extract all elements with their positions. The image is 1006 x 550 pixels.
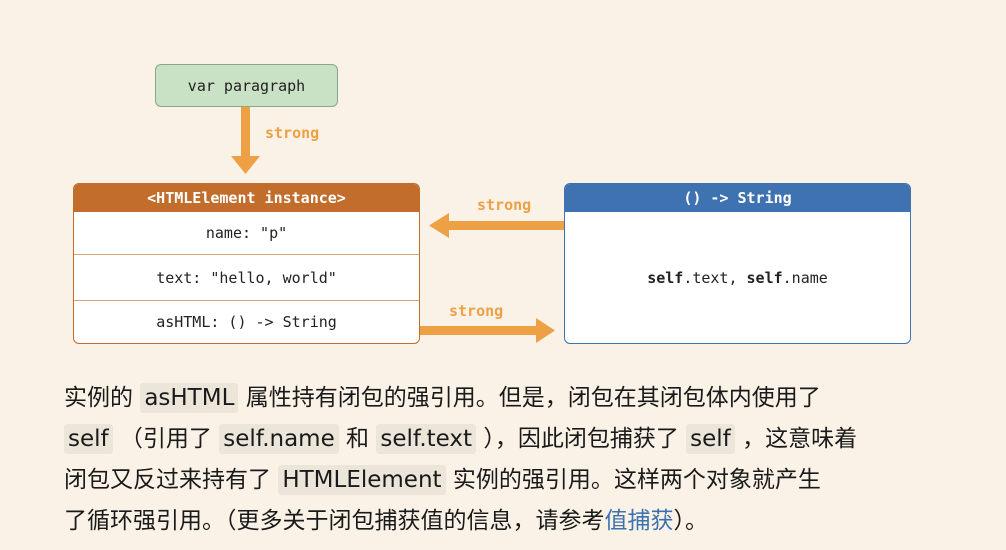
arrow-right-head bbox=[536, 318, 555, 343]
closure-self-2: self bbox=[746, 268, 783, 287]
text-span: ）。 bbox=[673, 508, 709, 534]
instance-row-text: text: "hello, world" bbox=[74, 254, 419, 300]
inline-code-self: self bbox=[64, 424, 113, 454]
text-span: 了循环强引用。（更多关于闭包捕获值的信息，请参考 bbox=[64, 508, 605, 534]
arrow-down-head bbox=[231, 156, 260, 174]
closure-body: self.text, self.name bbox=[565, 212, 910, 343]
var-paragraph-label: var paragraph bbox=[187, 76, 306, 95]
arrow-down bbox=[231, 107, 260, 174]
arrow-left-head bbox=[429, 213, 449, 238]
text-span: ，这意味着 bbox=[734, 426, 858, 452]
paragraph-line-3: 闭包又反过来持有了 HTMLElement 实例的强引用。这样两个对象就产生 bbox=[64, 460, 944, 501]
text-span: 实例的 bbox=[64, 385, 141, 411]
inline-code-self-name: self.name bbox=[219, 424, 339, 454]
var-paragraph-box: var paragraph bbox=[155, 64, 338, 107]
closure-header: () -> String bbox=[565, 184, 910, 212]
text-span: ），因此闭包捕获了 bbox=[476, 426, 687, 452]
instance-header: <HTMLElement instance> bbox=[74, 184, 419, 212]
closure-body-part-1: .text, bbox=[683, 268, 747, 287]
capturing-values-link[interactable]: 值捕获 bbox=[604, 508, 674, 534]
text-span: （引用了 bbox=[112, 426, 220, 452]
inline-code-self-2: self bbox=[686, 424, 735, 454]
text-span: 闭包又反过来持有了 bbox=[64, 467, 279, 493]
inline-code-htmlelement: HTMLElement bbox=[278, 465, 446, 495]
explanation-paragraph: 实例的 asHTML 属性持有闭包的强引用。但是，闭包在其闭包体内使用了 sel… bbox=[64, 378, 944, 542]
text-span: 实例的强引用。这样两个对象就产生 bbox=[445, 467, 821, 493]
arrow-down-shaft bbox=[241, 107, 250, 157]
arrow-left-label: strong bbox=[477, 196, 532, 214]
inline-code-ashtml: asHTML bbox=[140, 383, 239, 413]
closure-self-1: self bbox=[647, 268, 684, 287]
arrows-layer bbox=[231, 107, 564, 343]
arrow-left-shaft bbox=[448, 221, 564, 230]
closure-body-part-2: .name bbox=[782, 268, 828, 287]
inline-code-self-text: self.text bbox=[376, 424, 477, 454]
text-span: 和 bbox=[338, 426, 377, 452]
paragraph-line-1: 实例的 asHTML 属性持有闭包的强引用。但是，闭包在其闭包体内使用了 bbox=[64, 378, 944, 419]
arrow-left bbox=[429, 213, 564, 238]
instance-row-name: name: "p" bbox=[205, 224, 288, 242]
paragraph-line-4: 了循环强引用。（更多关于闭包捕获值的信息，请参考值捕获）。 bbox=[64, 501, 944, 542]
arrow-down-label: strong bbox=[265, 124, 320, 142]
arrow-right bbox=[420, 318, 555, 343]
html-element-instance-box: <HTMLElement instance> name: "p" text: "… bbox=[73, 183, 420, 344]
paragraph-line-2: self （引用了 self.name 和 self.text ），因此闭包捕获… bbox=[64, 419, 944, 460]
arrow-right-shaft bbox=[420, 326, 538, 335]
closure-box: () -> String self.text, self.name bbox=[564, 183, 911, 344]
text-span: 属性持有闭包的强引用。但是，闭包在其闭包体内使用了 bbox=[238, 385, 821, 411]
arrow-right-label: strong bbox=[449, 302, 504, 320]
instance-row-ashtml: asHTML: () -> String bbox=[74, 300, 419, 343]
reference-cycle-diagram: var paragraph strong strong strong <HTML… bbox=[73, 64, 911, 344]
